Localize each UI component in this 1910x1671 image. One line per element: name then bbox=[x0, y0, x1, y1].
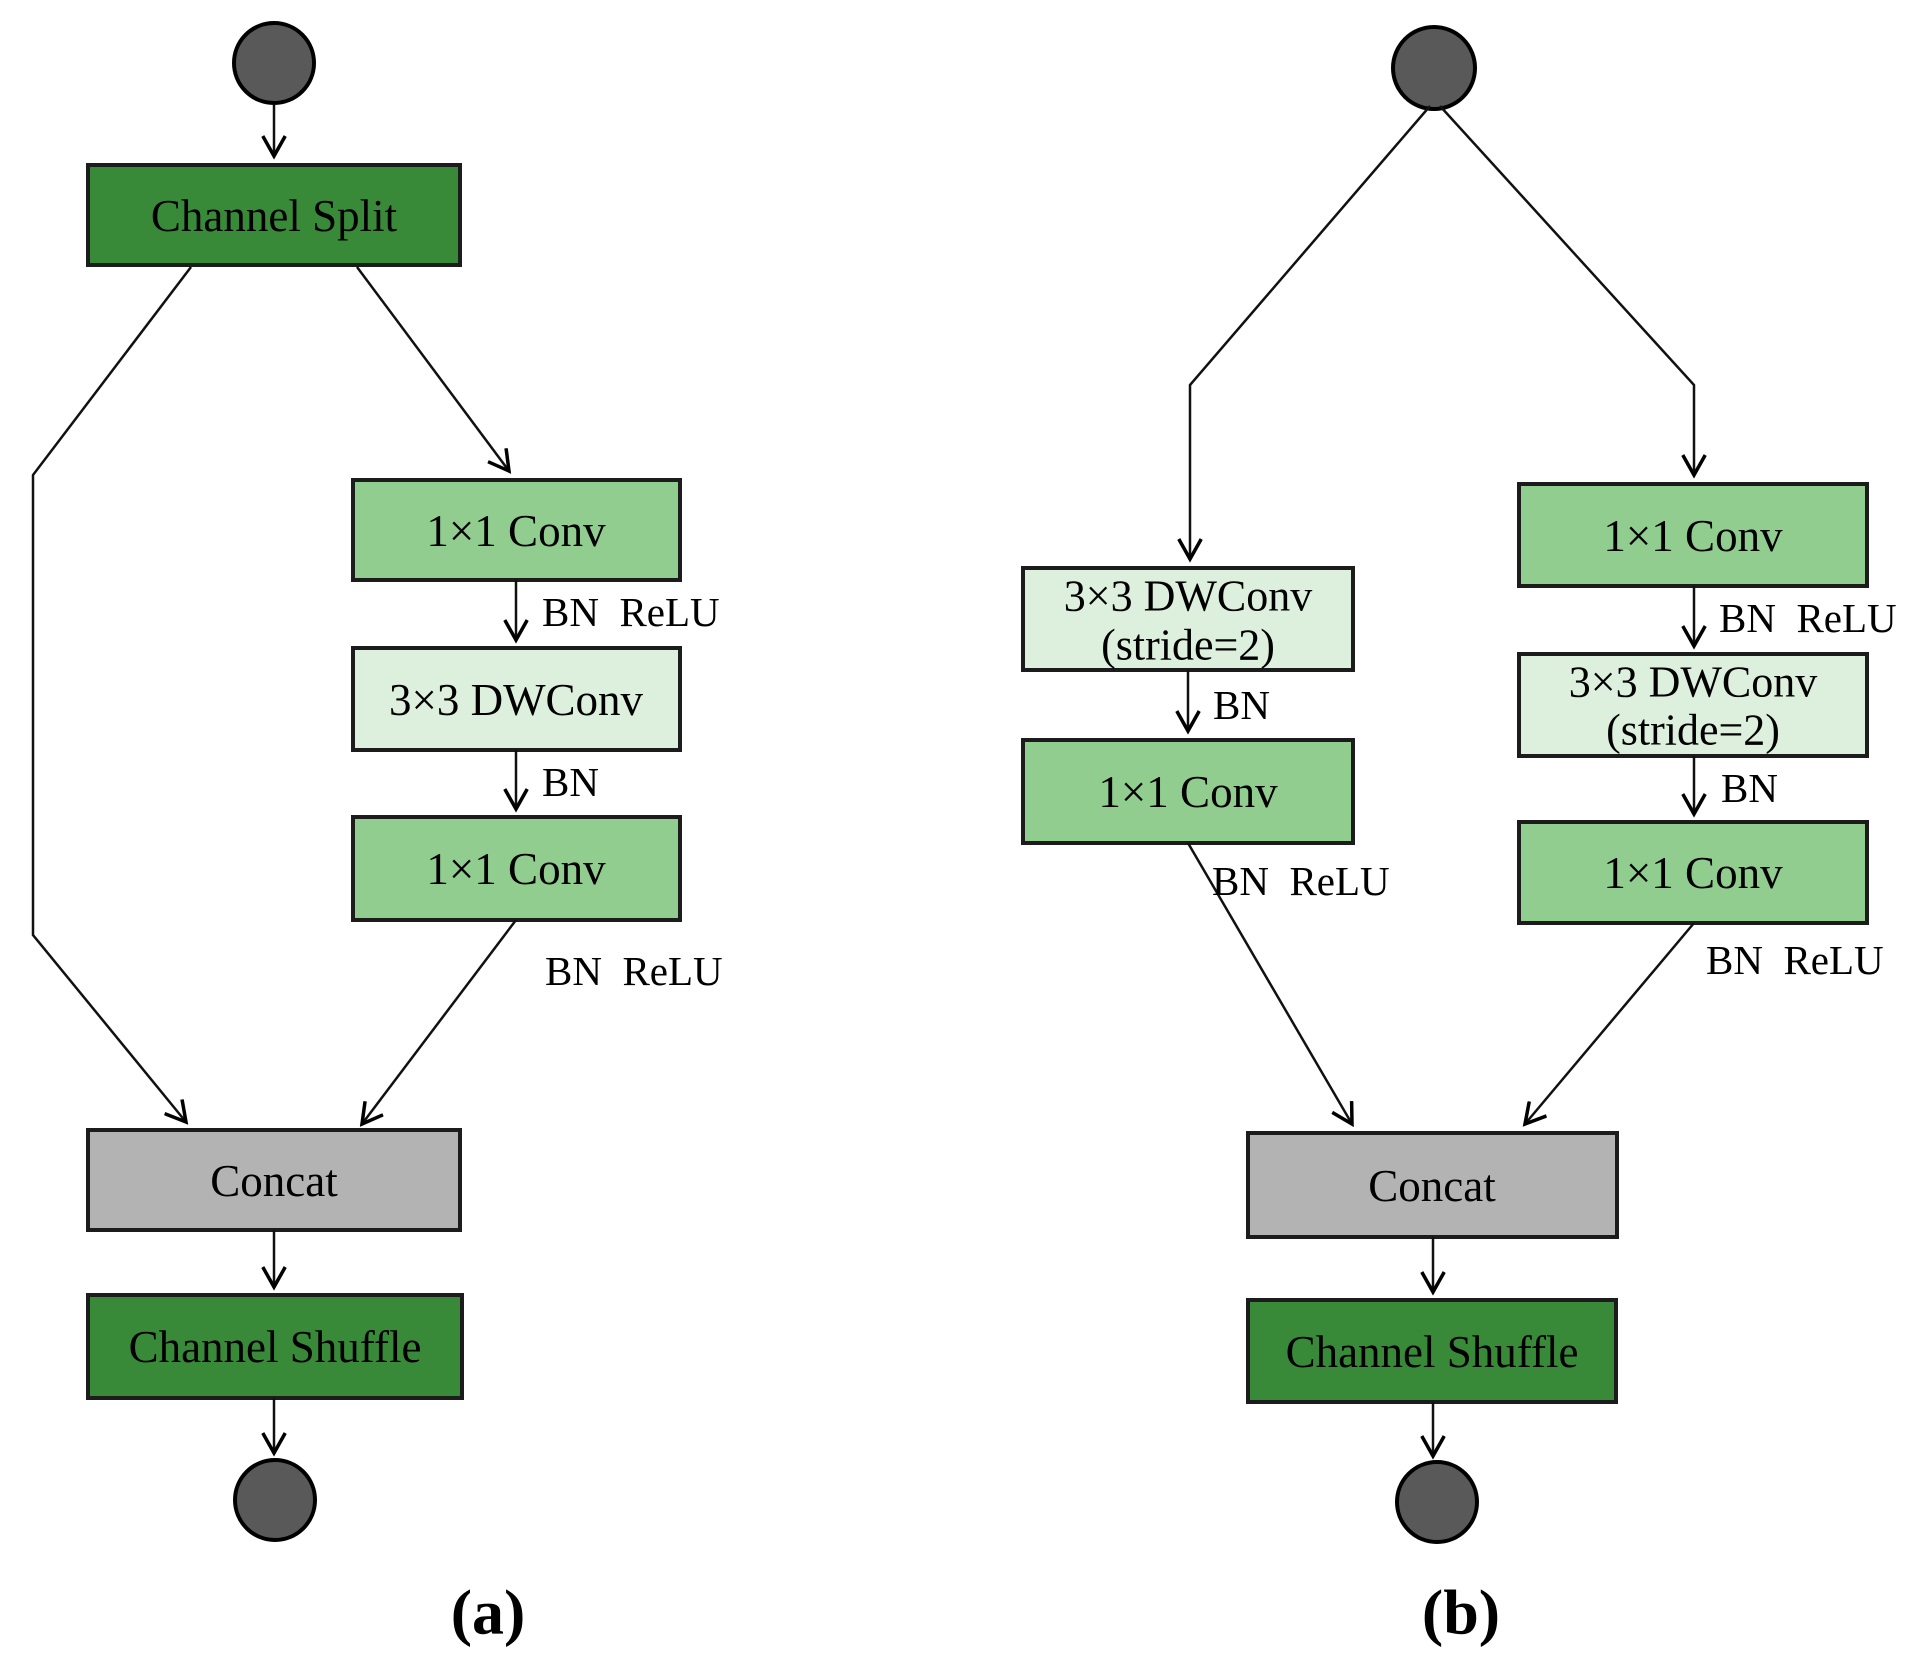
conv-left-label-b: 1×1 Conv bbox=[1098, 767, 1278, 817]
conv-right-2-label-b: 1×1 Conv bbox=[1603, 848, 1783, 898]
channel-shuffle-box-a bbox=[86, 1293, 464, 1400]
output-node-circle-b bbox=[1395, 1460, 1479, 1544]
dwconv-left-box-b bbox=[1021, 566, 1355, 672]
channel-shuffle-label-a: Channel Shuffle bbox=[129, 1322, 422, 1372]
conv1-label-a: 1×1 Conv bbox=[426, 506, 606, 556]
channel-split-box bbox=[86, 163, 462, 267]
bn-relu-label-right-1-b: BN ReLU bbox=[1719, 595, 1897, 641]
panel-a: Channel Split 1×1 Conv BN ReLU 3×3 DWCon… bbox=[31, 21, 723, 1648]
bn-label-right-b: BN bbox=[1721, 765, 1778, 811]
dwconv-right-box-b bbox=[1517, 652, 1869, 758]
panel-b-caption: (b) bbox=[1422, 1577, 1500, 1648]
edge-split-to-conv1-a bbox=[355, 266, 509, 471]
output-node-circle-a bbox=[233, 1458, 317, 1542]
edge-input-to-right-branch-b bbox=[1439, 105, 1694, 475]
dwconv-left-label-line1-b: 3×3 DWConv bbox=[1064, 572, 1312, 621]
conv-left-box-b bbox=[1021, 738, 1355, 845]
conv-right-1-label-b: 1×1 Conv bbox=[1603, 511, 1783, 561]
concat-box-b bbox=[1246, 1131, 1619, 1239]
bn-relu-label-left-b: BN ReLU bbox=[1212, 858, 1390, 904]
edge-conv2-to-concat-a bbox=[362, 919, 517, 1124]
dwconv-left-label-line2-b: (stride=2) bbox=[1101, 621, 1275, 670]
channel-shuffle-label-b: Channel Shuffle bbox=[1286, 1327, 1579, 1377]
concat-label-a: Concat bbox=[210, 1156, 338, 1206]
bn-relu-label-1-a: BN ReLU bbox=[542, 589, 720, 635]
edge-conv-left-to-concat-b bbox=[1186, 842, 1352, 1124]
bn-label-left-b: BN bbox=[1213, 682, 1270, 728]
conv-right-2-box-b bbox=[1517, 820, 1869, 925]
dwconv-label-a: 3×3 DWConv bbox=[389, 675, 644, 725]
dwconv-right-label-line1-b: 3×3 DWConv bbox=[1569, 658, 1817, 707]
bn-label-a: BN bbox=[542, 759, 599, 805]
conv2-label-a: 1×1 Conv bbox=[426, 844, 606, 894]
conv1-box-a bbox=[351, 478, 682, 582]
input-node-circle-a bbox=[232, 21, 316, 105]
edge-conv2-to-concat-right-b bbox=[1525, 922, 1695, 1124]
edge-bypass-a bbox=[31, 266, 192, 1122]
input-node-circle-b bbox=[1391, 25, 1477, 111]
panel-b: 3×3 DWConv (stride=2) BN 1×1 Conv BN ReL… bbox=[1021, 25, 1897, 1648]
concat-label-b: Concat bbox=[1368, 1161, 1496, 1211]
dwconv-right-label-line2-b: (stride=2) bbox=[1606, 706, 1780, 755]
conv2-box-a bbox=[351, 815, 682, 922]
panel-a-caption: (a) bbox=[451, 1577, 526, 1648]
bn-relu-label-2-a: BN ReLU bbox=[545, 948, 723, 994]
bn-relu-label-right-2-b: BN ReLU bbox=[1706, 937, 1884, 983]
channel-split-label: Channel Split bbox=[151, 191, 398, 241]
edge-input-to-left-branch-b bbox=[1190, 105, 1431, 559]
channel-shuffle-box-b bbox=[1246, 1298, 1618, 1404]
dwconv-box-a bbox=[351, 646, 682, 752]
